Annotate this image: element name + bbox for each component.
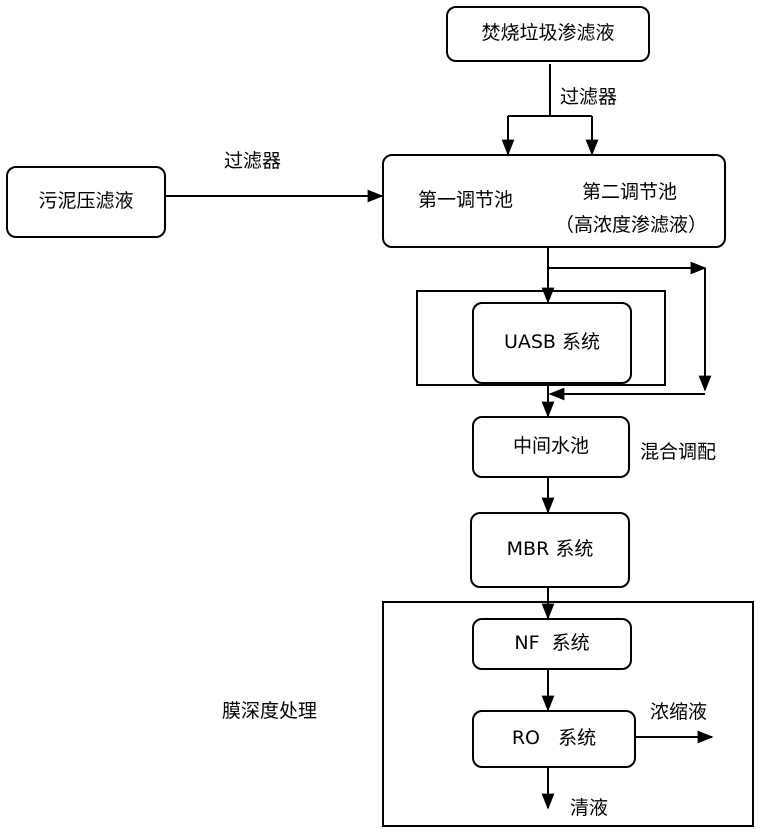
sludge-filtrate-label: 污泥压滤液 [38, 190, 134, 213]
mbr-box: MBR 系统 [470, 512, 630, 588]
uasb-frame [416, 290, 666, 386]
filter-label-top: 过滤器 [560, 86, 618, 108]
tank2-label-line2: （高浓度渗滤液） [555, 214, 708, 236]
regulating-tanks-box [382, 154, 726, 248]
incineration-leachate-box: 焚烧垃圾渗滤液 [446, 6, 650, 62]
sludge-filtrate-box: 污泥压滤液 [6, 166, 166, 238]
uasb-box: UASB 系统 [472, 302, 632, 384]
membrane-label: 膜深度处理 [222, 700, 318, 722]
ro-label: RO 系统 [511, 727, 597, 750]
clear-water-label: 清液 [570, 797, 609, 819]
tank2-label-line1: 第二调节池 [582, 181, 678, 203]
middle-tank-label: 中间水池 [512, 435, 589, 458]
middle-tank-box: 中间水池 [472, 416, 630, 478]
membrane-treatment-frame [382, 601, 754, 827]
mix-label: 混合调配 [640, 441, 717, 463]
concentrate-label: 浓缩液 [650, 701, 708, 723]
filter-label-left: 过滤器 [224, 150, 282, 172]
ro-box: RO 系统 [472, 710, 636, 768]
tank1-label: 第一调节池 [418, 189, 514, 211]
uasb-label: UASB 系统 [503, 331, 601, 354]
nf-label: NF 系统 [514, 632, 590, 655]
incineration-leachate-label: 焚烧垃圾渗滤液 [481, 22, 615, 45]
mbr-label: MBR 系统 [506, 538, 594, 561]
nf-box: NF 系统 [472, 618, 632, 670]
